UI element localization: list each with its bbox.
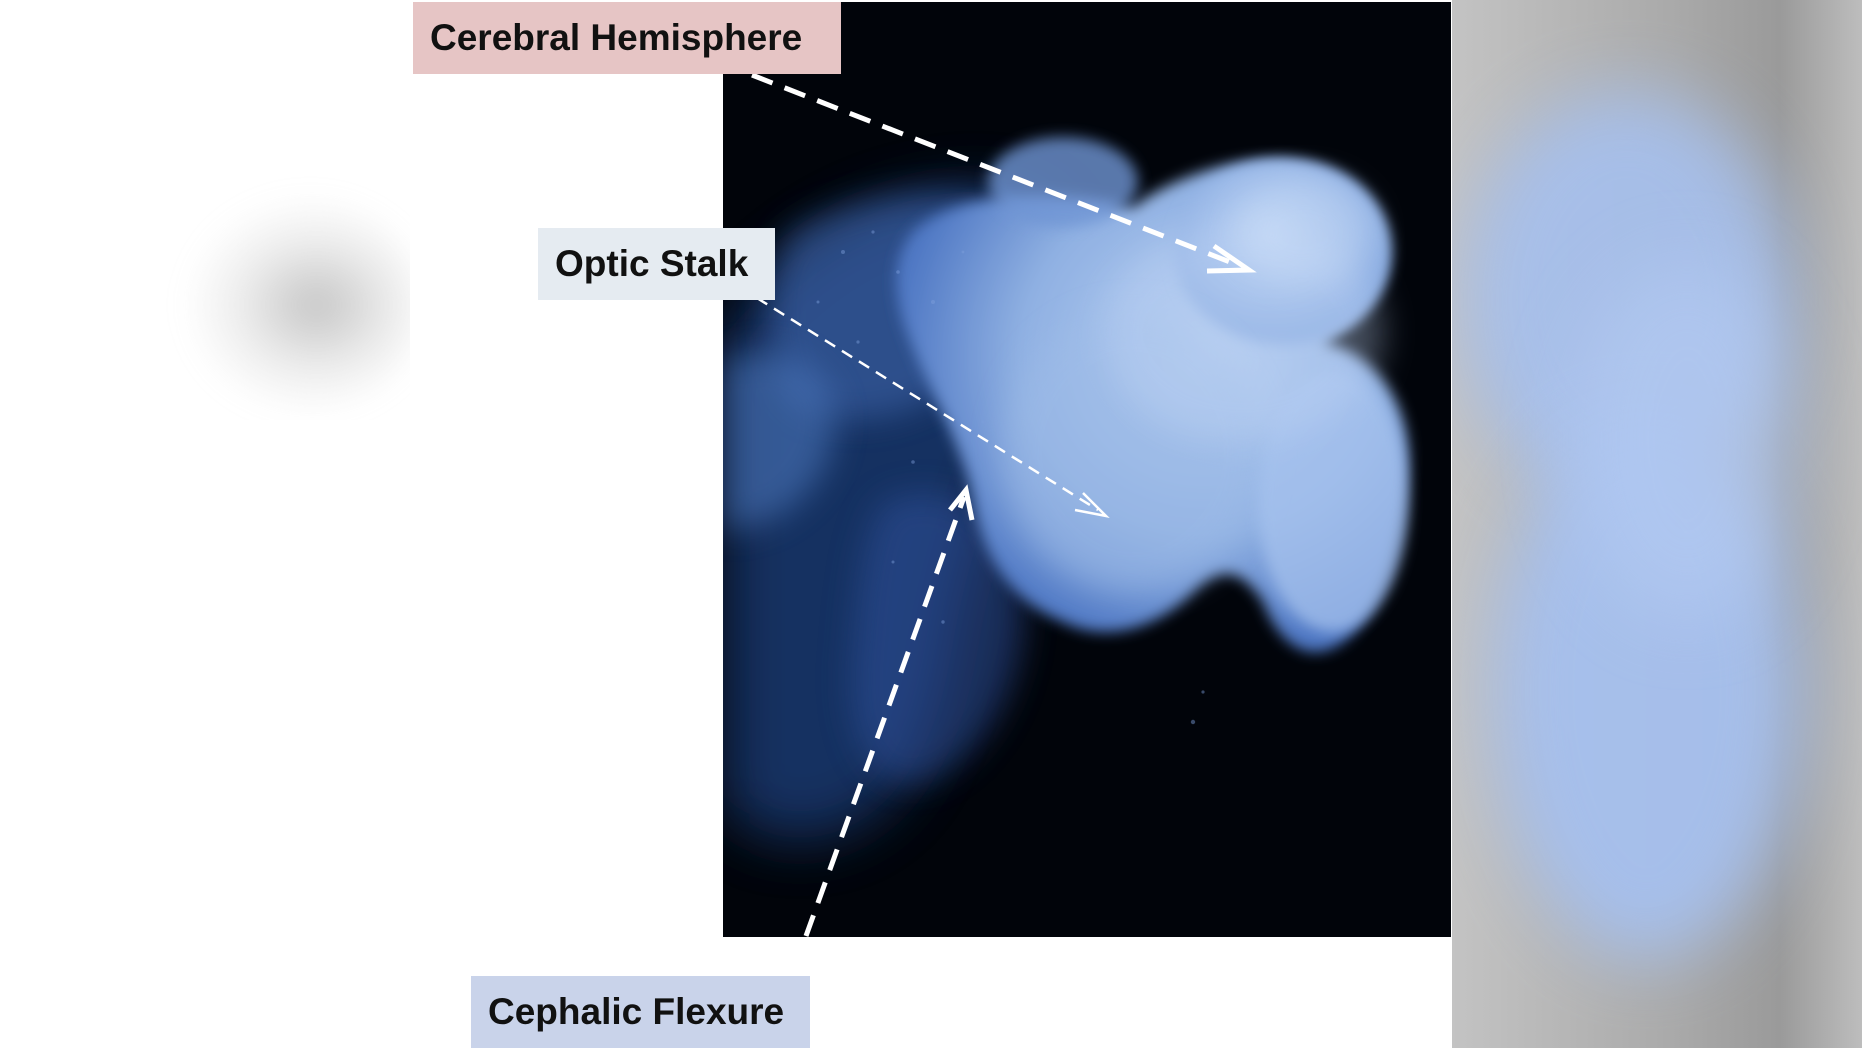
embryo-brain-photo — [723, 2, 1451, 937]
right-blurred-panel — [1452, 0, 1862, 1048]
embryo-brain-illustration — [723, 2, 1451, 937]
left-blurred-region — [0, 0, 410, 420]
left-blurred-shape — [190, 200, 410, 410]
label-cerebral-hemisphere: Cerebral Hemisphere — [413, 2, 841, 74]
label-cephalic-flexure: Cephalic Flexure — [471, 976, 810, 1048]
label-optic-stalk: Optic Stalk — [538, 228, 775, 300]
right-blurred-blob-highlight — [1572, 260, 1802, 620]
